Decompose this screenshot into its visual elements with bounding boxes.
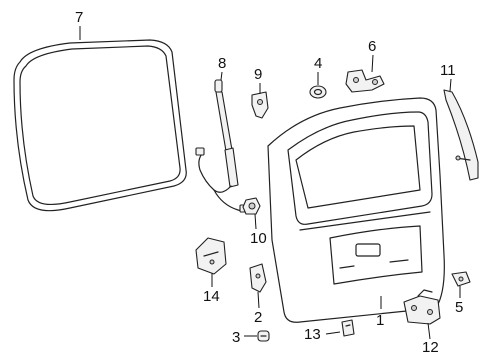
callout-14: 14 [203,288,220,305]
callout-11: 11 [440,62,456,79]
switch-part-5 [451,271,471,287]
weatherstrip-seal-part-7 [13,39,187,212]
callout-4: 4 [314,55,322,72]
callout-1: 1 [376,312,384,329]
leader-8 [220,71,223,81]
leader-6 [371,54,374,73]
latch-part-12 [403,289,441,325]
leader-10 [254,213,257,230]
striker-part-2 [249,263,267,293]
callout-2: 2 [254,309,262,326]
leader-12 [427,322,431,340]
clip-part-13 [341,319,355,337]
leader-13 [325,331,341,335]
side-molding-part-11 [443,89,479,181]
callout-3: 3 [232,329,240,346]
hinge-part-6 [345,69,385,93]
callout-7: 7 [75,9,83,26]
bracket-part-9 [251,91,269,119]
liftgate-panel-part-1 [267,97,445,323]
callout-9: 9 [254,66,262,83]
callout-13: 13 [304,326,321,343]
callout-10: 10 [250,230,267,247]
actuator-part-14 [195,237,227,275]
callout-12: 12 [422,339,439,356]
leader-2 [257,291,260,309]
leader-11 [449,78,452,92]
callout-5: 5 [455,299,463,316]
callout-6: 6 [368,38,376,55]
bumper-part-3 [257,330,270,342]
grommet-part-4 [309,85,327,99]
bolt-part-10 [242,197,261,215]
callout-8: 8 [218,55,226,72]
lift-support-strut-part-8 [195,79,249,213]
